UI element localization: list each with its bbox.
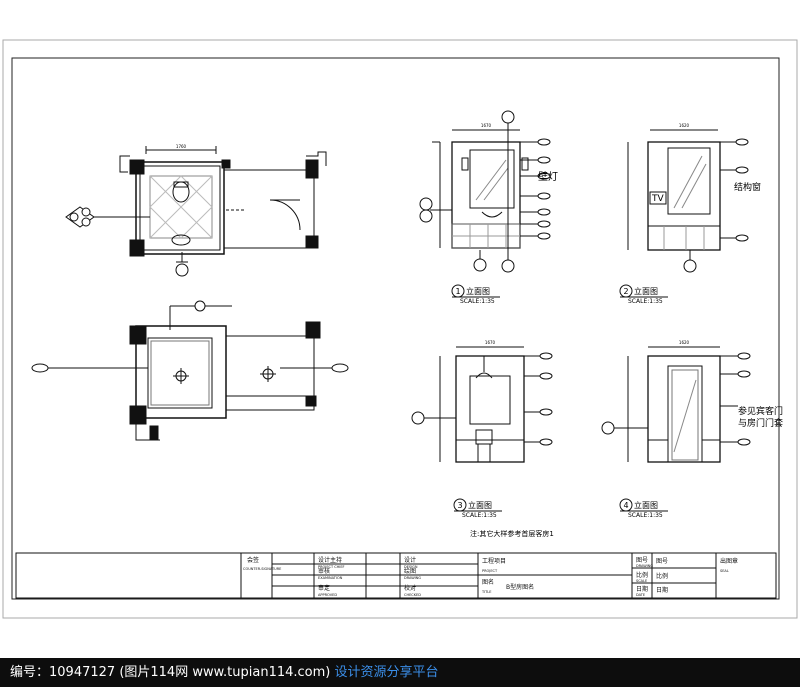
- tb-seal: 出图章: [720, 557, 738, 565]
- tb-drawing-no-en: DRAWING: [636, 564, 653, 568]
- structure-window-label: 结构窗: [734, 181, 761, 193]
- plan-callout-bottom: [175, 263, 189, 277]
- tb-title: 图名: [482, 578, 494, 586]
- footer-id: 编号：10947127: [10, 665, 116, 680]
- elev1-title-text: 立面图: [466, 286, 490, 296]
- floor-plan-top: [119, 146, 327, 263]
- tb-design: 设计: [404, 556, 416, 564]
- title-block-text: 会签 COUNTER-SIGNATURE 设计主持 PROJECT CHIEF …: [243, 556, 738, 597]
- tb-seal-en: SEAL: [720, 569, 729, 573]
- elev2-callout-number: 2: [623, 287, 628, 296]
- tb-project-en: PROJECT: [482, 569, 498, 573]
- tb-design-chief: 设计主持: [318, 556, 342, 564]
- elev2-scale: SCALE:1:35: [628, 298, 663, 305]
- tb-drawing-no-value: 图号: [656, 558, 668, 565]
- watermark-footer: 编号：10947127 (图片114网 www.tupian114.com) 设…: [0, 658, 800, 687]
- door-note-line1: 参见宾客门: [738, 405, 783, 417]
- title-block: [15, 552, 777, 599]
- tb-drawing: 绘图: [404, 567, 416, 575]
- tb-design-en: DESIGN: [404, 565, 418, 569]
- tb-drawing-en: DRAWING: [404, 576, 421, 580]
- elev2-tag-bubbles: [683, 138, 749, 273]
- tb-title-value: B型房图名: [506, 583, 534, 591]
- tb-approval-en: APPROVED: [318, 593, 337, 597]
- tb-date-en: DATE: [636, 593, 645, 597]
- ceiling-callout-left: [31, 363, 49, 373]
- door-note-line2: 与房门门套: [738, 417, 783, 429]
- tb-countersign: 会签: [247, 556, 259, 564]
- plan-dimension-top: 1760: [176, 144, 187, 149]
- sheet-outer-border: [2, 39, 798, 619]
- tb-scale-en: SCALE: [636, 579, 647, 583]
- elev1-dimension: 1670: [481, 123, 492, 128]
- elev3-scale: SCALE:1:35: [462, 512, 497, 519]
- elev4-dimension: 1620: [679, 340, 690, 345]
- ceiling-callout-right: [331, 363, 349, 373]
- tb-scale-value: 比例: [656, 572, 668, 580]
- tb-examination: 审核: [318, 567, 330, 575]
- ceiling-light-callout: [194, 300, 206, 312]
- elev1-tag-bubbles: [419, 110, 551, 273]
- drawing-note: 注:其它大样参考首层客房1: [470, 529, 554, 538]
- footer-site-link[interactable]: (图片114网 www.tupian114.com): [119, 665, 331, 680]
- wall-light-label: 壁灯: [538, 170, 558, 183]
- elevation-4: [612, 346, 738, 463]
- elev4-title-text: 立面图: [634, 500, 658, 510]
- tb-countersign-en: COUNTER-SIGNATURE: [243, 567, 281, 571]
- tb-date-value: 日期: [656, 586, 668, 594]
- elev3-title-text: 立面图: [468, 500, 492, 510]
- elev4-title: 4 立面图 SCALE:1:35: [619, 498, 668, 519]
- elev4-scale: SCALE:1:35: [628, 512, 663, 519]
- tv-label: TV: [651, 194, 664, 204]
- ceiling-plan: [40, 305, 340, 441]
- elev4-tag-bubbles: [601, 352, 751, 446]
- elev3-callout-number: 3: [457, 501, 462, 510]
- tb-drawing-no: 图号: [636, 557, 648, 564]
- tb-examination-en: EXAMINATION: [318, 576, 343, 580]
- footer-slogan: 设计资源分享平台: [334, 665, 439, 680]
- tb-scale: 比例: [636, 571, 648, 579]
- elev1-title: 1 立面图 SCALE:1:35: [451, 284, 500, 305]
- drawing-frame: [11, 57, 780, 600]
- plan-section-callout: [65, 206, 150, 228]
- elevation-3: [424, 346, 540, 463]
- tb-title-en: TITLE: [481, 590, 491, 594]
- elev2-title: 2 立面图 SCALE:1:35: [619, 284, 668, 305]
- elev2-title-text: 立面图: [634, 286, 658, 296]
- elevation-1: [430, 112, 538, 270]
- tb-date: 日期: [636, 585, 648, 593]
- tb-project: 工程项目: [482, 557, 506, 565]
- elev4-callout-number: 4: [623, 501, 628, 510]
- tb-approval: 审定: [318, 584, 330, 592]
- elev1-scale: SCALE:1:35: [460, 298, 495, 305]
- tb-checked: 校对: [404, 584, 416, 592]
- elev3-title: 3 立面图 SCALE:1:35: [453, 498, 502, 519]
- tb-checked-en: CHECKED: [404, 593, 421, 597]
- elev1-callout-number: 1: [455, 287, 460, 296]
- elev3-tag-bubbles: [411, 352, 553, 446]
- elevation-2: [627, 129, 736, 262]
- elev2-dimension: 1620: [679, 123, 690, 128]
- elev3-dimension: 1670: [485, 340, 496, 345]
- tb-design-chief-en: PROJECT CHIEF: [318, 565, 345, 569]
